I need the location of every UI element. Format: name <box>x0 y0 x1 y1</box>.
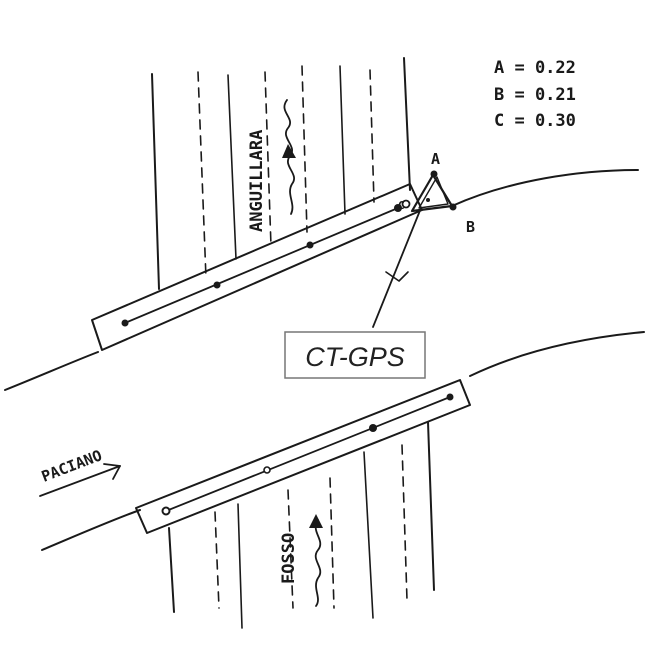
upper-bridge-point-2 <box>213 281 221 289</box>
point-c-marker <box>401 199 411 209</box>
legend-b: B = 0.21 <box>494 85 576 105</box>
direction-arrow-shaft <box>39 465 121 497</box>
lower-stream-arrow-icon <box>309 514 323 528</box>
triangle-inner <box>418 176 449 209</box>
road-edge-upper-left <box>4 351 99 391</box>
lower-river-edge-left <box>237 503 243 629</box>
legend-c: C = 0.30 <box>494 111 576 131</box>
lower-bridge <box>135 379 471 534</box>
upper-river-bank-right <box>403 57 411 191</box>
lower-bridge-point-2 <box>263 466 271 474</box>
legend-a: A = 0.22 <box>494 58 576 78</box>
label-point-a: A <box>431 150 440 168</box>
upper-river-dashed-4 <box>369 69 375 203</box>
lower-river-edge-right <box>363 451 374 619</box>
lower-river-dashed-2 <box>287 489 294 609</box>
upper-river-dashed-2 <box>264 71 272 247</box>
leader-line <box>372 207 422 328</box>
lower-stream-wave <box>314 519 322 607</box>
label-point-b: B <box>466 218 475 236</box>
callout-leader <box>372 207 422 328</box>
direction-indicator: PACIANO <box>39 446 121 497</box>
river-label-anguillara: ANGUILLARA <box>247 130 267 232</box>
upper-river-edge-right <box>339 65 346 215</box>
lower-bridge-point-1 <box>161 506 171 516</box>
direction-arrow-icon <box>103 463 121 480</box>
upper-river-dashed-1 <box>197 71 207 279</box>
triangle-center-dot <box>426 198 430 202</box>
road-edge-lower-left <box>41 509 141 551</box>
lower-river-dashed-1 <box>214 511 220 609</box>
lower-river-dashed-3 <box>329 477 335 609</box>
lower-bridge-point-3 <box>369 424 377 432</box>
road <box>4 169 645 551</box>
upper-river <box>151 57 411 290</box>
lower-bridge-axis <box>165 396 451 512</box>
upper-bridge-point-4 <box>394 204 402 212</box>
upper-river-bank-left <box>151 73 160 290</box>
upper-river-dashed-3 <box>301 65 308 233</box>
leader-tick-icon <box>385 271 409 282</box>
upper-bridge-point-3 <box>306 241 314 249</box>
upper-bridge-point-1 <box>121 319 129 327</box>
upper-bridge-axis <box>124 207 399 324</box>
lower-river-bank-right <box>427 421 435 591</box>
point-a-marker <box>430 170 438 178</box>
lower-river-bank-left <box>168 527 175 613</box>
river-label-fosso: FOSSO <box>279 533 299 584</box>
ct-gps-callout: CT-GPS <box>284 331 426 379</box>
point-b-marker <box>449 203 457 211</box>
label-point-c: C <box>398 199 405 212</box>
legend: A = 0.22 B = 0.21 C = 0.30 <box>494 58 576 131</box>
callout-box <box>284 331 426 379</box>
upper-river-edge-left <box>227 74 237 260</box>
lower-bridge-deck <box>135 379 471 534</box>
triangulation-marker: A B C <box>398 150 475 236</box>
lower-bridge-point-4 <box>446 393 454 401</box>
road-edge-lower-right <box>469 331 645 377</box>
road-edge-upper-right <box>451 169 639 207</box>
lower-river-dashed-4 <box>401 444 408 601</box>
callout-label: CT-GPS <box>305 342 405 372</box>
lower-river <box>168 421 435 629</box>
upper-stream-arrow-icon <box>282 144 296 158</box>
direction-label-paciano: PACIANO <box>39 446 104 485</box>
